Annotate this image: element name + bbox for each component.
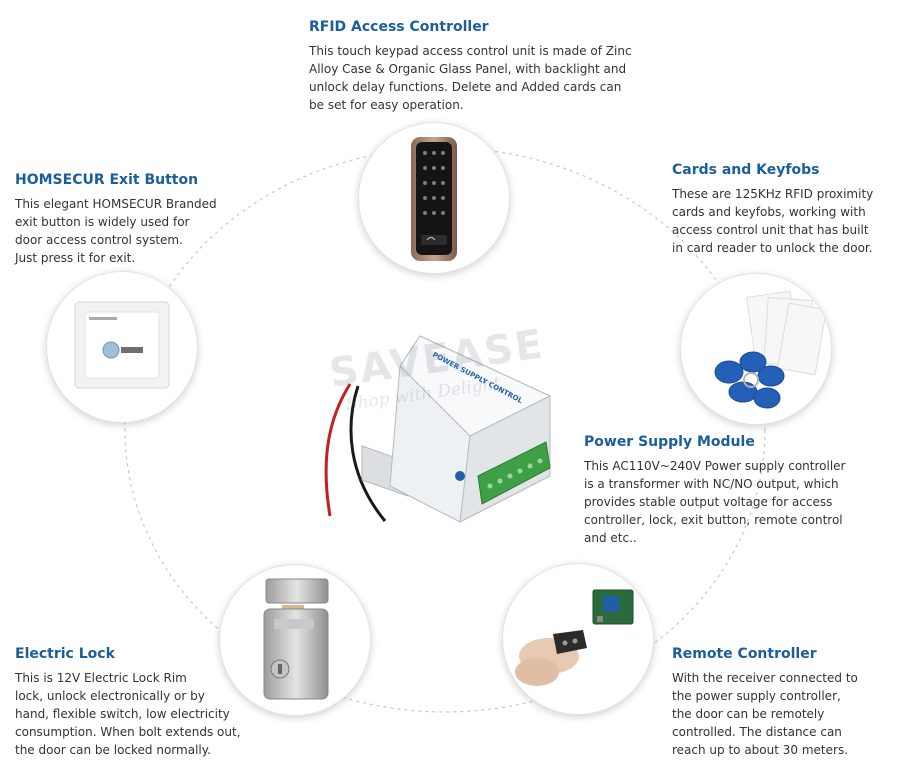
remote-title: Remote Controller [672,646,817,662]
cards-section: Cards and Keyfobs These are 125KHz RFID … [672,161,897,257]
remote-controller-image [502,563,654,715]
exit-button-image [46,271,198,423]
rfid-description: This touch keypad access control unit is… [309,44,632,112]
power-supply-title: Power Supply Module [584,434,755,450]
exit-button-title: HOMSECUR Exit Button [15,172,199,188]
cards-title: Cards and Keyfobs [672,162,820,178]
lock-section: Electric Lock This is 12V Electric Lock … [15,645,275,759]
remote-section: Remote Controller With the receiver conn… [672,645,897,759]
power-supply-description: This AC110V~240V Power supply controller… [584,459,846,545]
remote-icon [515,589,634,686]
power-supply-section: Power Supply Module This AC110V~240V Pow… [584,433,884,547]
remote-description: With the receiver connected to the power… [672,671,858,757]
exit-switch-icon [74,301,170,389]
lock-title: Electric Lock [15,646,115,662]
lock-icon [263,578,329,700]
keyfob-icon [714,290,828,409]
electric-lock-image [219,564,371,716]
exit-button-section: HOMSECUR Exit Button This elegant HOMSEC… [15,171,275,267]
power-supply-image: POWER SUPPLY CONTROL [300,326,570,526]
power-supply-icon: POWER SUPPLY CONTROL [324,335,552,523]
cards-description: These are 125KHz RFID proximity cards an… [672,187,874,255]
lock-description: This is 12V Electric Lock Rim lock, unlo… [15,671,241,757]
cards-keyfobs-image [680,273,832,425]
rfid-title: RFID Access Controller [309,19,489,35]
keypad-icon [411,137,457,261]
rfid-keypad-image [358,122,510,274]
exit-button-description: This elegant HOMSECUR Branded exit butto… [15,197,217,265]
rfid-section: RFID Access Controller This touch keypad… [309,18,669,114]
